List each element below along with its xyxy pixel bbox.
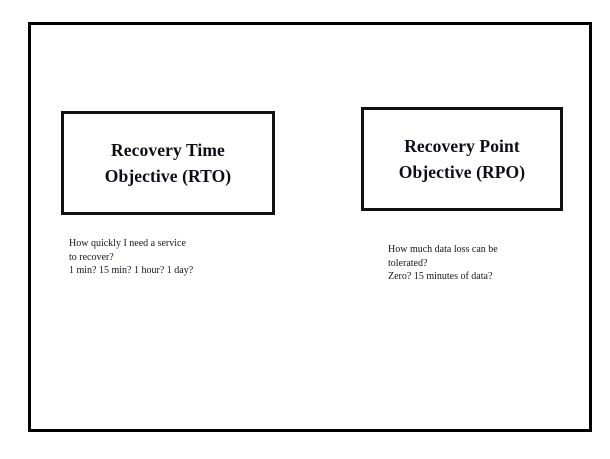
recovery-point-objective-detail-text: How much data loss can be tolerated? Zer… [388, 244, 498, 282]
recovery-time-objective-title: Recovery Time Objective (RTO) [104, 140, 232, 186]
recovery-time-objective-detail-text: How quickly I need a service to recover?… [69, 238, 194, 276]
recovery-point-objective-title: Recovery Point Objective (RPO) [398, 136, 526, 182]
recovery-point-objective-box: Recovery Point Objective (RPO) [361, 107, 563, 211]
slide-canvas: Recovery Time Objective (RTO) How quickl… [28, 22, 592, 432]
recovery-time-objective-box: Recovery Time Objective (RTO) [61, 111, 275, 215]
